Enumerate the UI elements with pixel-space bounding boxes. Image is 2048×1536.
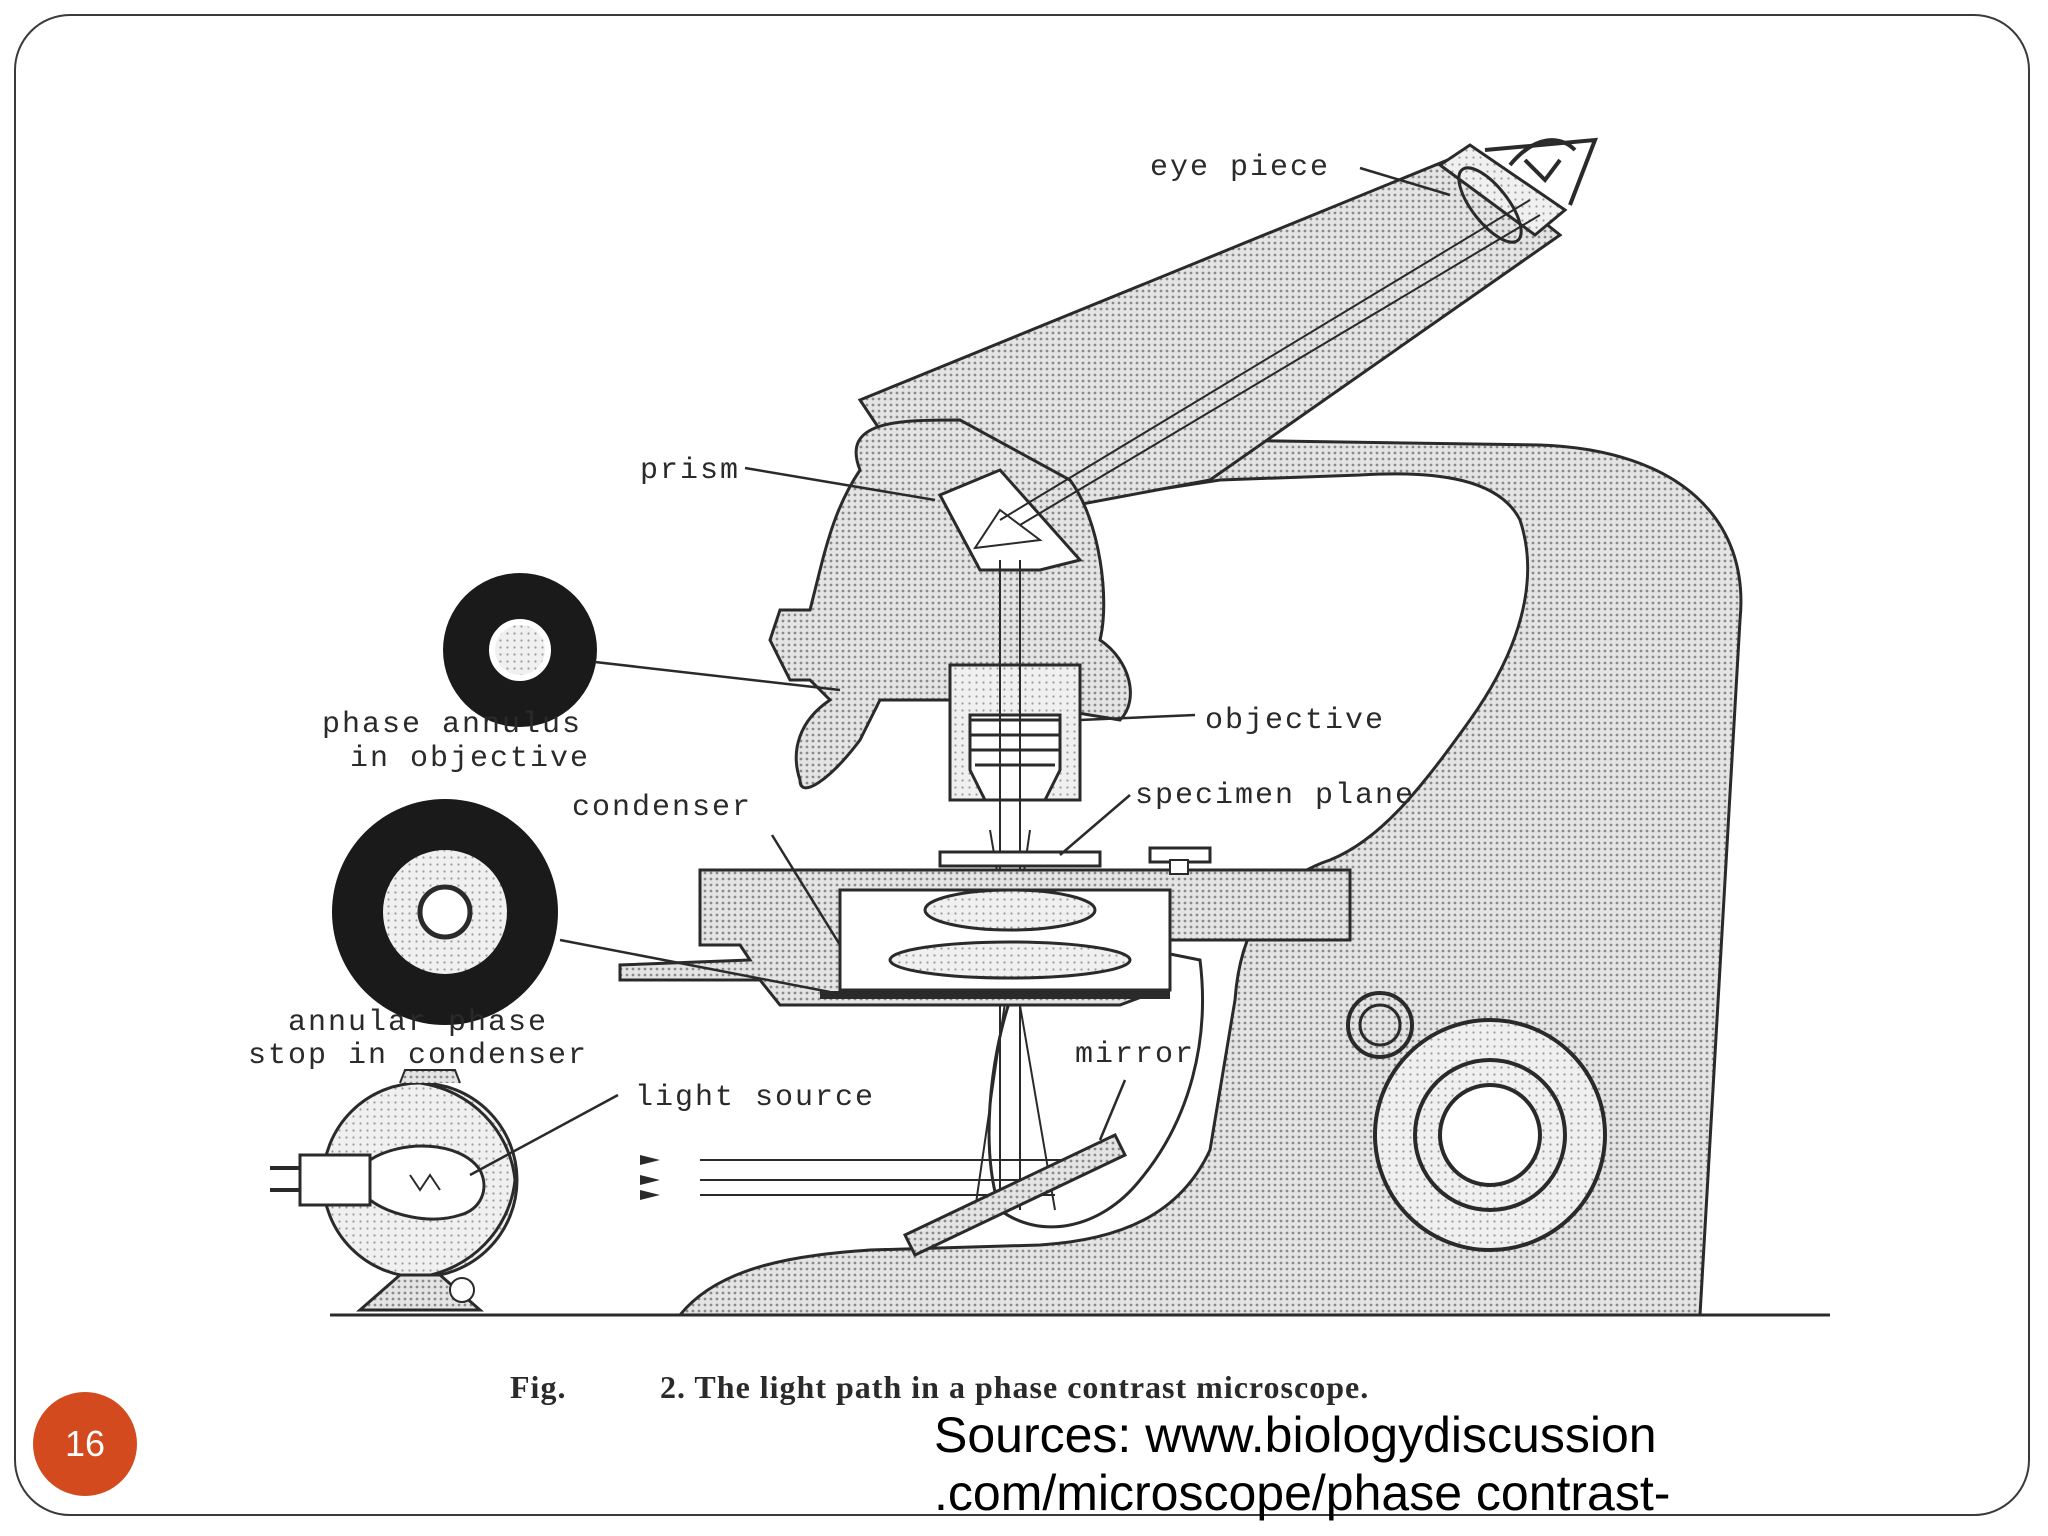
leader-lines bbox=[469, 166, 1451, 1177]
phase-annulus-label-1: phase annulus bbox=[322, 708, 582, 742]
objective-threads bbox=[970, 718, 1060, 767]
specimen-slide bbox=[938, 850, 1102, 868]
sources-line-2: .com/microscope/phase contrast- bbox=[934, 1465, 1671, 1521]
sources-text: Sources: www.biologydiscussion .com/micr… bbox=[934, 1406, 1934, 1522]
light-arrows bbox=[640, 1155, 660, 1200]
eye-piece-label: eye piece bbox=[1150, 151, 1330, 185]
phase-annulus-label-2: in objective bbox=[350, 742, 590, 776]
mirror-label: mirror bbox=[1075, 1038, 1195, 1072]
condenser-upper-lens bbox=[923, 888, 1097, 932]
sources-line-1: Sources: www.biologydiscussion bbox=[934, 1407, 1657, 1463]
coarse-focus-knob-center bbox=[1438, 1083, 1542, 1187]
objective-label: objective bbox=[1205, 704, 1385, 738]
eye-icon bbox=[1484, 137, 1599, 206]
fine-focus-knob-inner bbox=[1358, 1003, 1402, 1047]
condenser-label: condenser bbox=[572, 791, 752, 825]
stage-clip-post bbox=[1169, 859, 1189, 875]
prism-label: prism bbox=[640, 454, 740, 488]
coarse-focus-knob-ring bbox=[1413, 1058, 1567, 1212]
slide-number: 16 bbox=[64, 1423, 106, 1464]
figure-caption-prefix: Fig. bbox=[510, 1369, 566, 1405]
condenser-lower-lens bbox=[888, 940, 1132, 980]
annular-stop-icon bbox=[332, 799, 558, 1025]
annular-stop-label-2: stop in condenser bbox=[248, 1039, 588, 1073]
annular-stop-label-1: annular phase bbox=[288, 1006, 548, 1040]
light-source-lamp bbox=[270, 1069, 519, 1312]
mirror bbox=[902, 1133, 1128, 1257]
objective-lens-body bbox=[968, 713, 1062, 802]
phase-annulus-icon bbox=[443, 573, 597, 727]
eyepiece-glass bbox=[1457, 166, 1523, 244]
specimen-plane-label: specimen plane bbox=[1135, 779, 1415, 813]
slide-number-badge: 16 bbox=[33, 1392, 137, 1496]
prism-block bbox=[937, 468, 1083, 572]
fine-focus-knob bbox=[1346, 991, 1414, 1059]
figure-caption: 2. The light path in a phase contrast mi… bbox=[660, 1369, 1369, 1405]
light-source-label: light source bbox=[635, 1081, 875, 1115]
